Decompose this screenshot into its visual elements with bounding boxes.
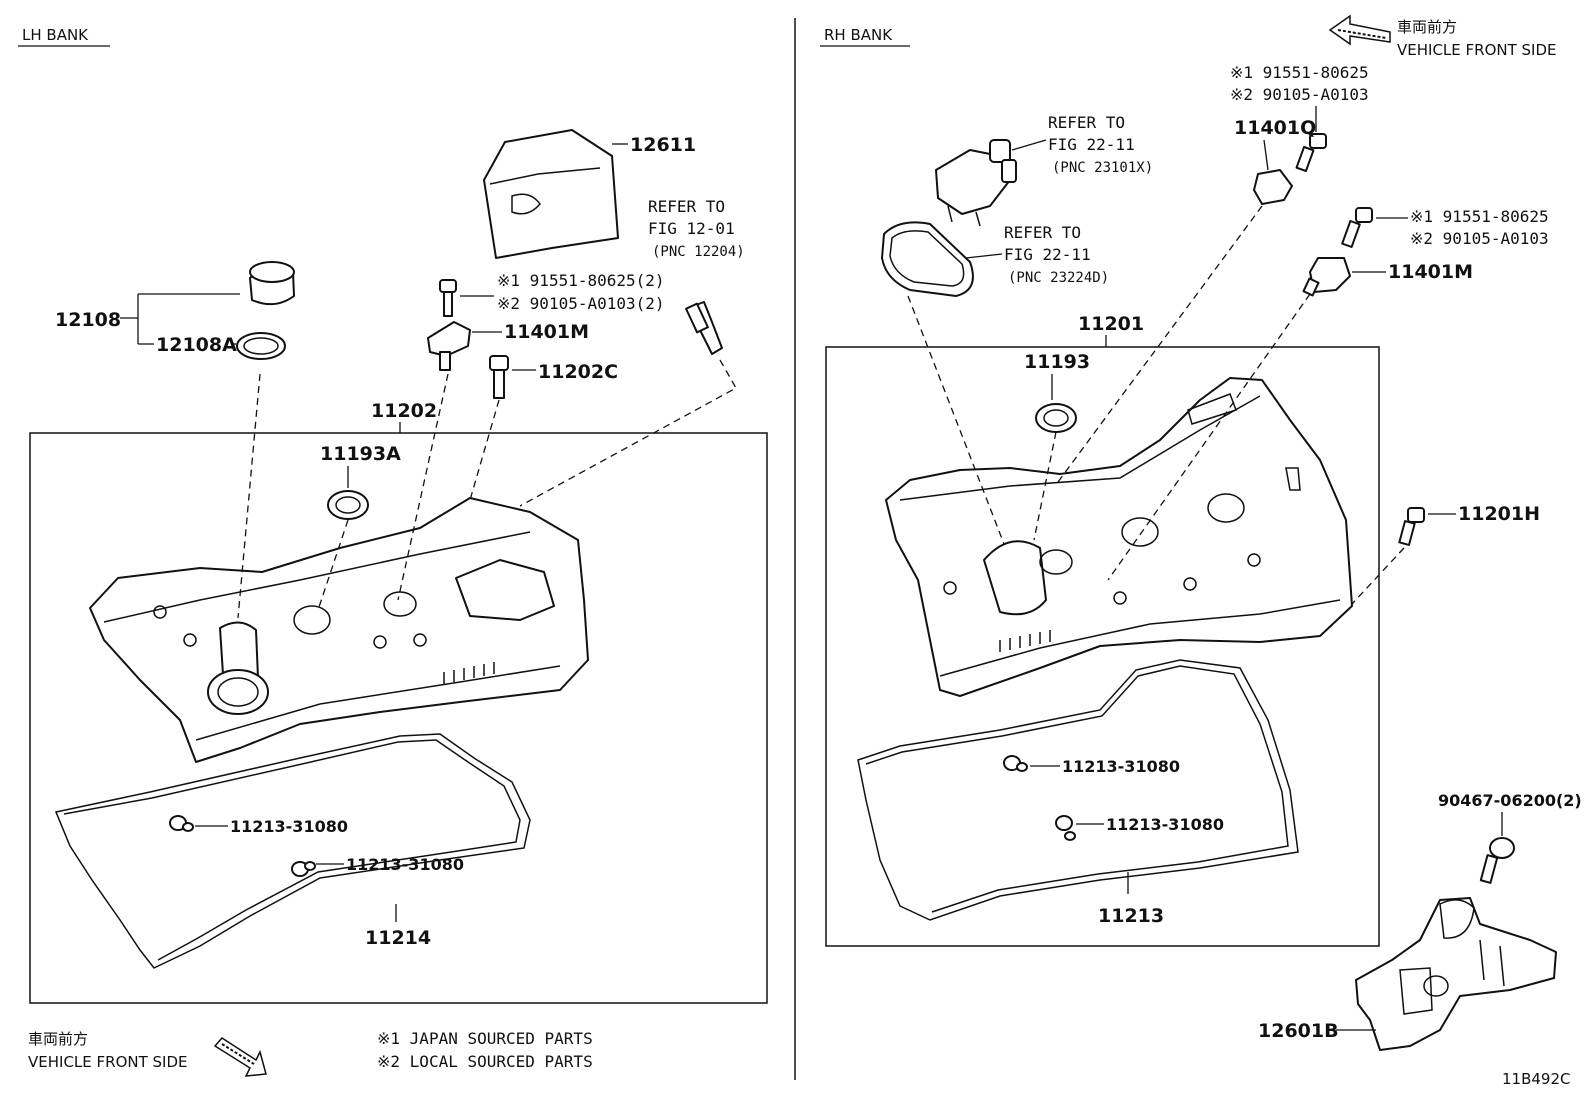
lh-part-11213-a: 11213-31080 xyxy=(230,817,348,836)
lh-plug-seal-shape xyxy=(327,490,369,520)
rh-bank-title: RH BANK xyxy=(824,26,893,44)
rh-gasket-inner-line xyxy=(865,665,1289,913)
lh-part-11401M: 11401M xyxy=(504,321,589,343)
front-label-en-bottom: VEHICLE FRONT SIDE xyxy=(28,1053,188,1071)
rh-mid-bolt-note-2: ※2 90105-A0103 xyxy=(1410,229,1549,248)
lh-refer-line3: (PNC 12204) xyxy=(652,244,745,260)
front-arrow-icon xyxy=(1328,14,1391,46)
lh-part-12108: 12108 xyxy=(55,309,121,331)
rh-guide-sensor-m xyxy=(1107,293,1311,581)
lh-grommet-2-shape xyxy=(291,861,316,877)
front-label-jp-top: 車両前方 xyxy=(1397,18,1457,36)
lh-guide-sensor xyxy=(397,373,449,601)
lh-part-11193A: 11193A xyxy=(320,443,401,465)
lh-part-11202: 11202 xyxy=(371,400,437,422)
legend-japan-sourced: ※1 JAPAN SOURCED PARTS xyxy=(377,1029,593,1048)
lh-assembly-frame xyxy=(29,432,768,1004)
rh-refer-pump-line2: FIG 22-11 xyxy=(1048,135,1135,154)
rh-cam-sensor-q-shape xyxy=(1253,169,1293,205)
front-arrow-bottom-icon xyxy=(213,1037,267,1077)
rh-part-90467: 90467-06200(2) xyxy=(1438,791,1582,810)
rh-part-11201: 11201 xyxy=(1078,313,1144,335)
lh-cylinder-head-cover-shape xyxy=(89,497,589,763)
lh-bolt-note-1: ※1 91551-80625(2) xyxy=(497,271,665,290)
rh-head-cover-gasket-shape xyxy=(857,659,1299,921)
rh-part-11213: 11213 xyxy=(1098,905,1164,927)
front-label-en-top: VEHICLE FRONT SIDE xyxy=(1397,41,1557,59)
rh-refer-pump-line1: REFER TO xyxy=(1048,113,1125,132)
lh-guide-pcv xyxy=(519,359,737,507)
lh-guide-stud xyxy=(469,399,500,501)
lh-12108-bracket xyxy=(120,293,240,345)
rh-refer-gasket-line3: (PNC 23224D) xyxy=(1008,270,1109,286)
rh-part-11193: 11193 xyxy=(1024,351,1090,373)
rh-part-11401M: 11401M xyxy=(1388,261,1473,283)
rh-11401Q-leader xyxy=(1263,139,1269,171)
lh-pcv-valve-shape xyxy=(685,301,723,355)
lh-engine-cover-shape xyxy=(483,129,628,259)
lh-refer-line1: REFER TO xyxy=(648,197,725,216)
lh-part-11213-b: 11213-31080 xyxy=(346,855,464,874)
rh-part-11213-b: 11213-31080 xyxy=(1106,815,1224,834)
rh-plug-seal-shape xyxy=(1035,403,1077,433)
lh-stud-bolt-shape xyxy=(489,355,509,399)
lh-grommet-1-shape xyxy=(169,815,194,832)
lh-part-12611: 12611 xyxy=(630,134,696,156)
lh-bank-title: LH BANK xyxy=(22,26,89,44)
rh-guide-seal xyxy=(1033,431,1057,541)
rh-guide-stud xyxy=(1351,547,1405,605)
rh-refer-gasket-line1: REFER TO xyxy=(1004,223,1081,242)
lh-oil-filler-cap-shape xyxy=(236,261,295,360)
diagram-code: 11B492C xyxy=(1502,1070,1570,1088)
rh-top-bolt-note-1: ※1 91551-80625 xyxy=(1230,63,1369,82)
lh-head-cover-gasket-shape xyxy=(54,733,531,969)
rh-top-bolt-note-2: ※2 90105-A0103 xyxy=(1230,85,1369,104)
rh-mid-bolt-shape xyxy=(1341,207,1373,248)
lh-cam-sensor-shape xyxy=(427,321,471,371)
lh-guide-cap xyxy=(237,373,261,619)
rh-pump-gasket-shape xyxy=(881,221,1003,297)
rh-grommet-2-shape xyxy=(1055,815,1076,841)
rh-refer-gasket-line2: FIG 22-11 xyxy=(1004,245,1091,264)
rh-part-11201H: 11201H xyxy=(1458,503,1540,525)
rh-engine-mount-bracket-shape xyxy=(1355,897,1557,1051)
rh-clip-bolt-shape xyxy=(1479,837,1515,884)
rh-part-12601B: 12601B xyxy=(1258,1020,1339,1042)
rh-cam-sensor-m-shape xyxy=(1302,257,1351,297)
rh-guide-sensor-q xyxy=(1057,205,1263,483)
rh-part-11213-a: 11213-31080 xyxy=(1062,757,1180,776)
lh-part-11202C: 11202C xyxy=(538,361,618,383)
rh-stud-bolt-shape xyxy=(1398,507,1425,546)
rh-guide-gasket xyxy=(907,295,1005,545)
rh-top-bolt-shape xyxy=(1295,133,1327,173)
lh-bolt-note-2: ※2 90105-A0103(2) xyxy=(497,294,665,313)
rh-fuel-pump-shape xyxy=(935,139,1047,227)
rh-part-11401Q: 11401Q xyxy=(1234,117,1316,139)
rh-mid-bolt-note-1: ※1 91551-80625 xyxy=(1410,207,1549,226)
lh-gasket-inner-line xyxy=(63,739,521,961)
rh-grommet-1-shape xyxy=(1003,755,1028,772)
lh-bolt-shape xyxy=(439,279,457,317)
lh-refer-line2: FIG 12-01 xyxy=(648,219,735,238)
legend-local-sourced: ※2 LOCAL SOURCED PARTS xyxy=(377,1052,593,1071)
lh-part-11214: 11214 xyxy=(365,927,431,949)
front-label-jp-bottom: 車両前方 xyxy=(28,1030,88,1048)
rh-cylinder-head-cover-shape xyxy=(885,377,1353,697)
lh-guide-seal xyxy=(317,519,349,611)
rh-assembly-frame xyxy=(825,346,1380,947)
rh-refer-pump-line3: (PNC 23101X) xyxy=(1052,160,1153,176)
lh-part-12108A: 12108A xyxy=(156,334,237,356)
